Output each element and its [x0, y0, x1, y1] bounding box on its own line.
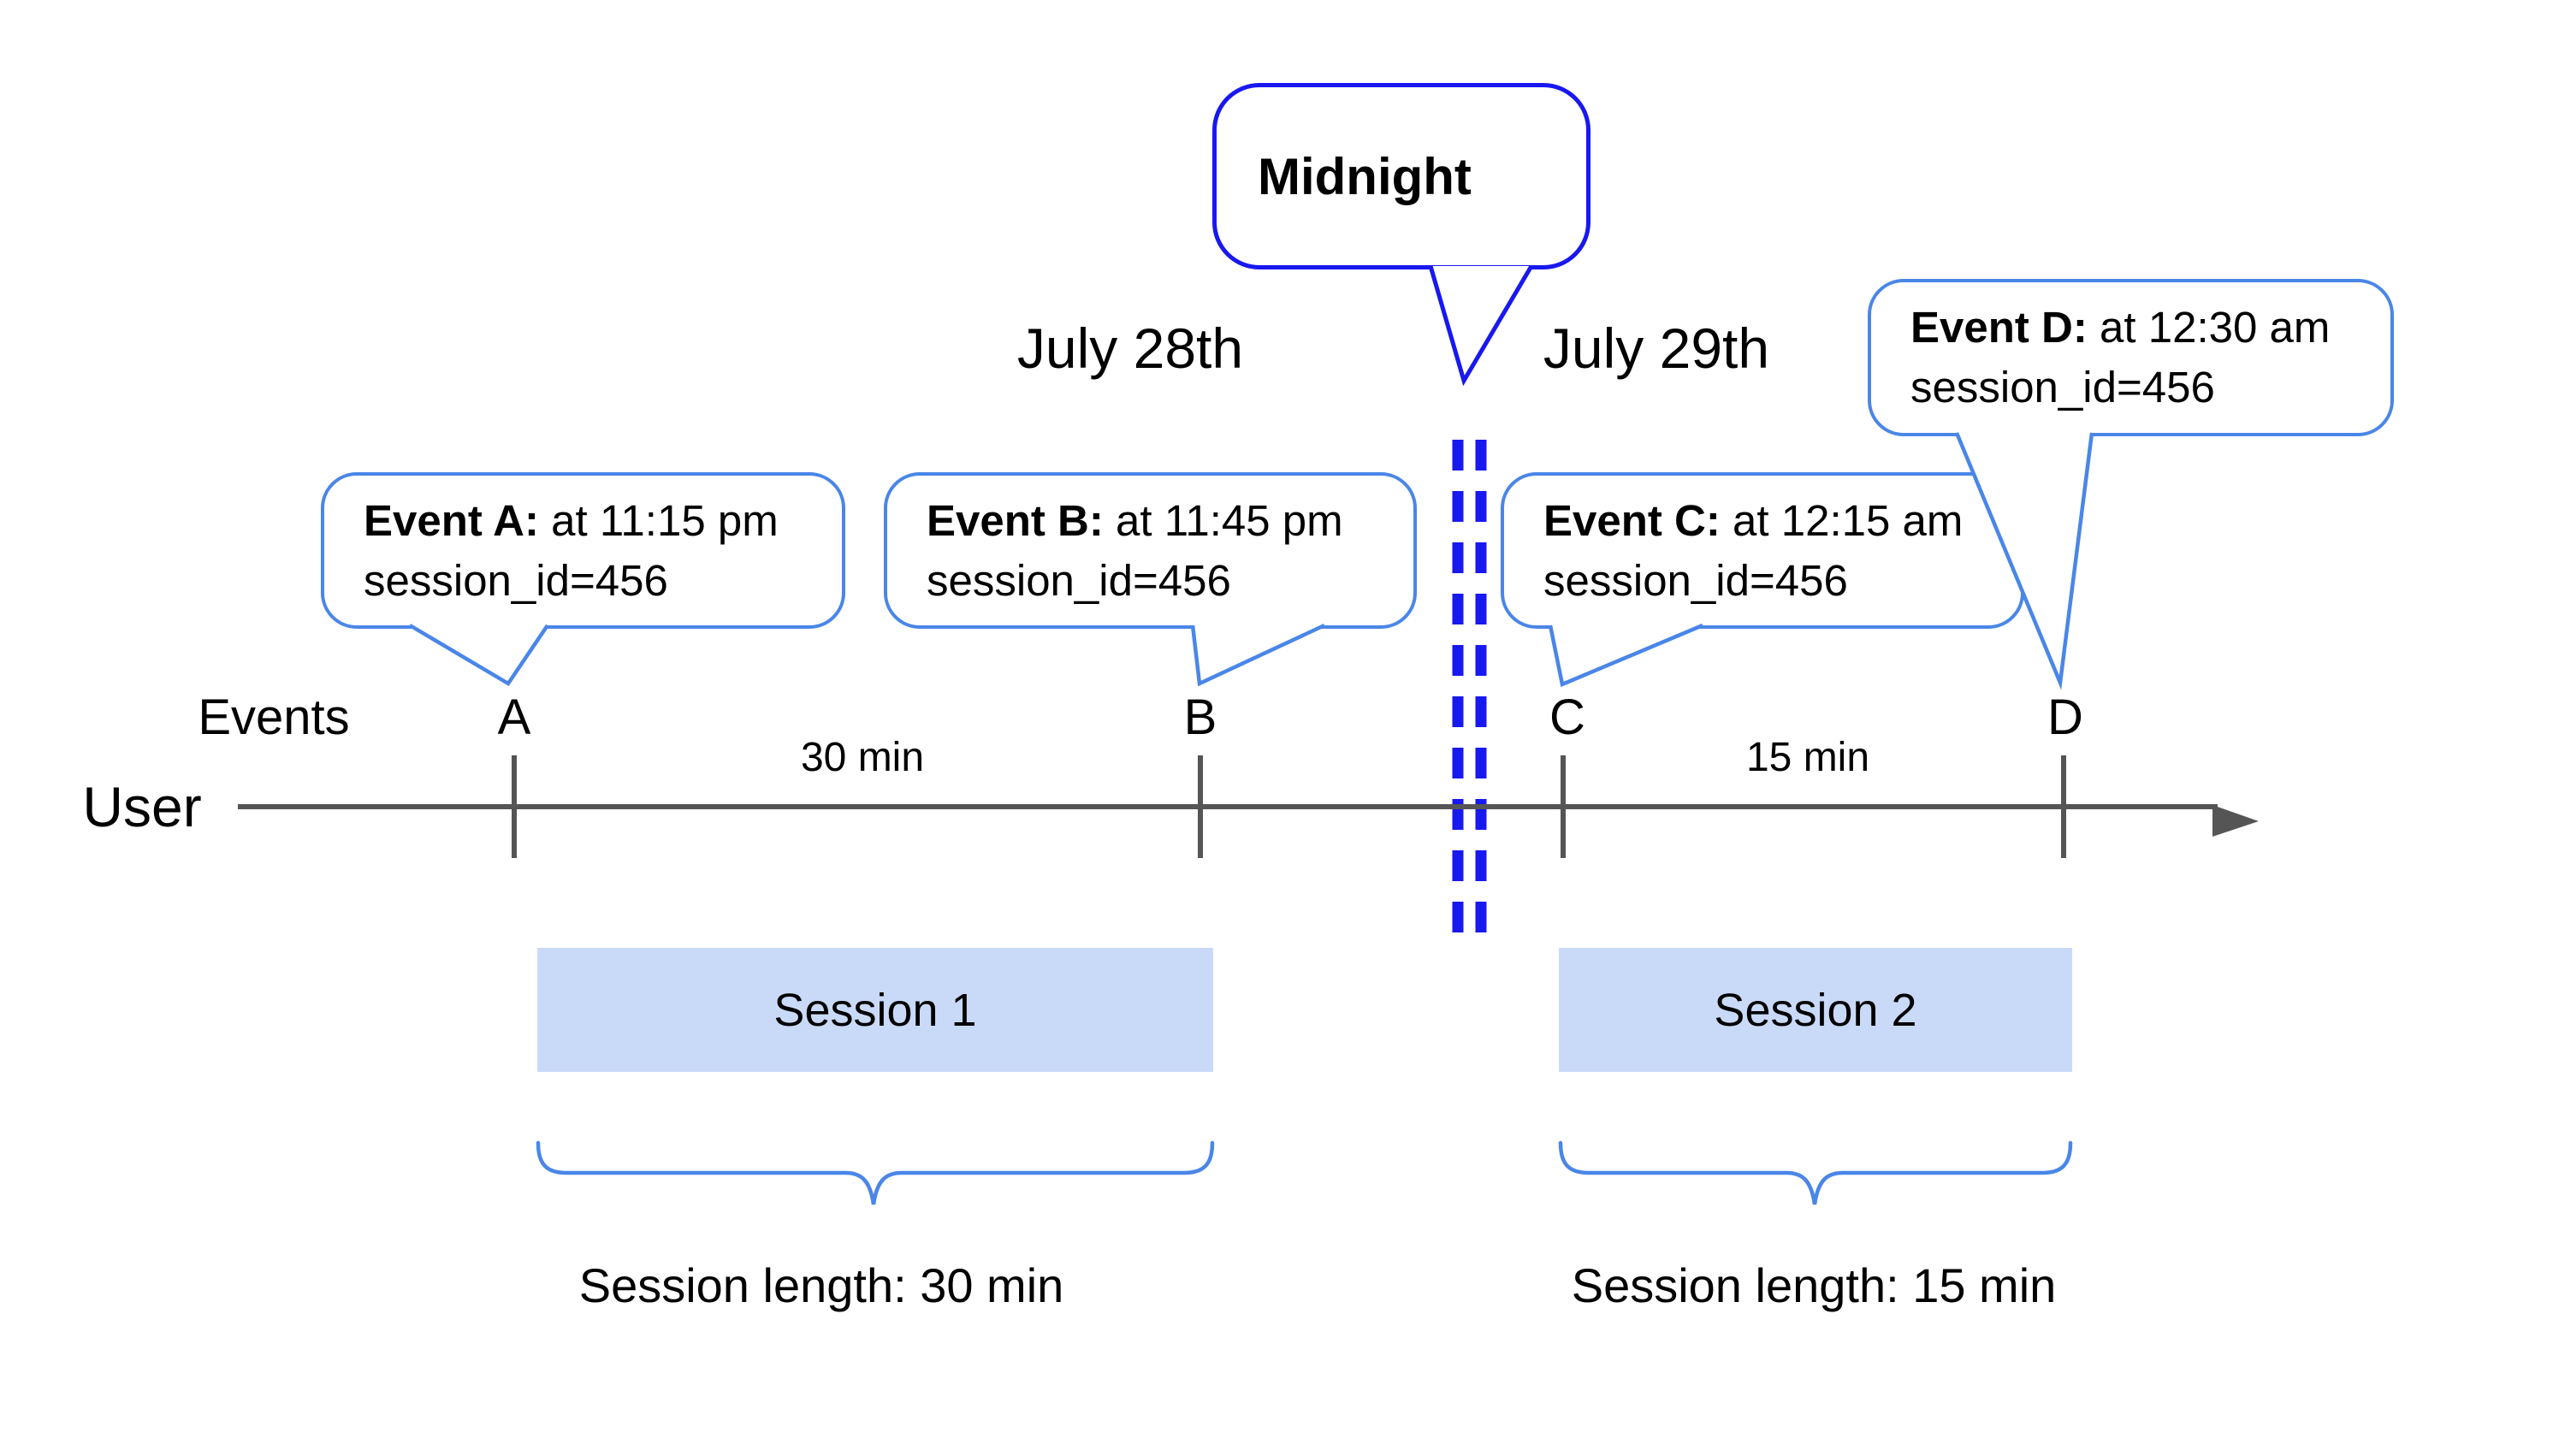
event-c-line1: Event C: at 12:15 am: [1543, 491, 2004, 551]
event-c-callout-tail: [1548, 623, 1703, 688]
midnight-label: Midnight: [1258, 147, 1472, 205]
event-a-session-id: session_id=456: [364, 555, 668, 605]
session-1-length-label: Session length: 30 min: [578, 1258, 1064, 1312]
user-axis-label: User: [82, 775, 202, 838]
event-b-callout-tail: [1190, 623, 1325, 687]
event-a-time: at 11:15 pm: [538, 495, 779, 545]
event-marker-letter-a: A: [497, 690, 531, 745]
event-b-callout: Event B: at 11:45 pm session_id=456: [884, 472, 1417, 629]
session-2-box: Session 2: [1559, 948, 2072, 1072]
event-d-title: Event D:: [1910, 303, 2088, 352]
event-a-line1: Event A: at 11:15 pm: [364, 491, 825, 551]
event-d-callout: Event D: at 12:30 am session_id=456: [1868, 279, 2394, 436]
event-marker-letter-d: D: [2047, 690, 2083, 745]
events-axis-label: Events: [198, 690, 350, 745]
event-c-title: Event C:: [1543, 495, 1721, 545]
event-a-callout-tail: [408, 624, 549, 687]
event-d-session-id: session_id=456: [1910, 363, 2215, 411]
event-b-line1: Event B: at 11:45 pm: [927, 491, 1396, 551]
session-1-label: Session 1: [773, 984, 977, 1036]
session-1-brace: [536, 1140, 1215, 1205]
event-marker-letter-b: B: [1183, 690, 1217, 745]
event-c-callout: Event C: at 12:15 am session_id=456: [1501, 472, 2024, 629]
event-b-time: at 11:45 pm: [1103, 495, 1343, 545]
interval-label-15min: 15 min: [1745, 735, 1870, 780]
date-label-july-29: July 29th: [1543, 317, 1770, 380]
event-marker-letter-c: C: [1549, 690, 1585, 745]
session-2-length-label: Session length: 15 min: [1571, 1258, 2057, 1312]
session-2-label: Session 2: [1714, 984, 1917, 1036]
event-a-callout: Event A: at 11:15 pm session_id=456: [321, 472, 845, 629]
session-1-box: Session 1: [537, 948, 1213, 1072]
event-c-session-id: session_id=456: [1543, 555, 1848, 605]
midnight-callout-tail: [1428, 264, 1534, 387]
interval-label-30min: 30 min: [800, 735, 925, 780]
event-d-line1: Event D: at 12:30 am: [1910, 298, 2373, 358]
event-d-time: at 12:30 am: [2087, 303, 2331, 352]
event-b-session-id: session_id=456: [927, 555, 1231, 605]
event-b-title: Event B:: [927, 495, 1104, 545]
date-label-july-28: July 28th: [1016, 317, 1244, 380]
event-c-time: at 12:15 am: [1720, 495, 1964, 545]
event-a-title: Event A:: [364, 495, 539, 545]
timeline-arrowhead-icon: [2212, 805, 2259, 837]
session-2-brace: [1558, 1140, 2073, 1205]
midnight-callout: Midnight: [1212, 83, 1590, 269]
